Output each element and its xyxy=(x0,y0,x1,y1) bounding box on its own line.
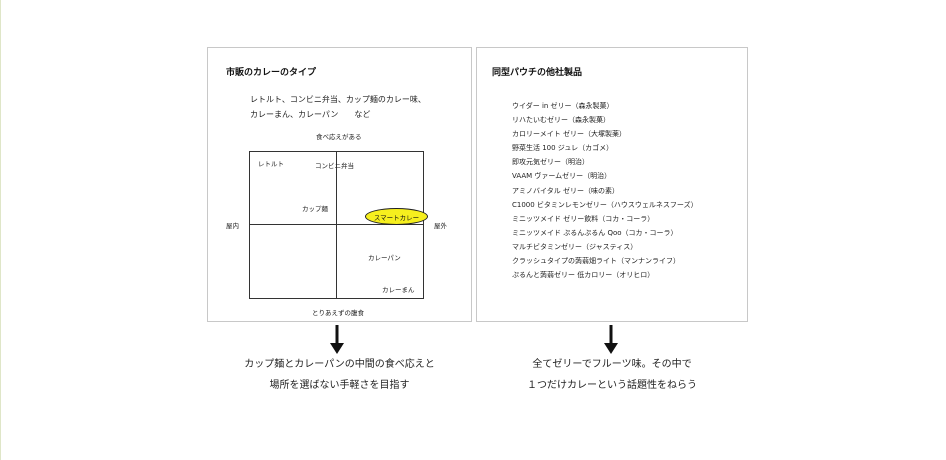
curry-types-panel: 市販のカレーのタイプ レトルト、コンビニ弁当、カップ麺のカレー味、 カレーまん、… xyxy=(207,47,472,322)
list-item: マルチビタミンゼリー（ジャスティス） xyxy=(512,242,638,251)
positioning-map: レトルト コンビニ弁当 カップ麺 スマートカレー カレーパン カレーまん xyxy=(249,151,428,299)
axis-label-right: 屋外 xyxy=(434,222,447,230)
list-item: 即攻元気ゼリー（明治） xyxy=(512,158,589,167)
intro-line-2: カレーまん、カレーパン など xyxy=(250,110,371,119)
point-retort: レトルト xyxy=(258,160,284,168)
down-arrow-icon xyxy=(604,325,618,354)
point-konbini-bento: コンビニ弁当 xyxy=(315,162,354,170)
left-caption: カップ麺とカレーパンの中間の食べ応えと 場所を選ばない手軽さを目指す xyxy=(207,354,472,396)
list-item: リハたいむゼリー（森永製菓） xyxy=(512,116,610,125)
right-caption: 全てゼリーでフルーツ味。その中で １つだけカレーという話題性をねらう xyxy=(476,354,748,396)
point-cup-men: カップ麺 xyxy=(302,205,328,213)
list-item: ぷるんと蒟蒻ゼリー 低カロリー（オリヒロ） xyxy=(512,271,655,280)
list-item: カロリーメイト ゼリー（大塚製薬） xyxy=(512,130,626,139)
left-caption-line-1: カップ麺とカレーパンの中間の食べ応えと xyxy=(244,359,435,370)
curry-types-intro: レトルト、コンビニ弁当、カップ麺のカレー味、 カレーまん、カレーパン など xyxy=(250,92,426,122)
left-edge-line xyxy=(0,0,1,460)
axis-label-bottom: とりあえずの腹食 xyxy=(312,309,364,317)
axis-label-top: 食べ応えがある xyxy=(316,133,362,141)
list-item: ミニッツメイド ぷるんぷるん Qoo（コカ・コーラ） xyxy=(512,228,678,237)
list-item: C1000 ビタミンレモンゼリー（ハウスウェルネスフーズ） xyxy=(512,200,698,209)
list-item: ミニッツメイド ゼリー飲料（コカ・コーラ） xyxy=(512,214,655,223)
point-curry-pan: カレーパン xyxy=(368,254,401,262)
list-item: 野菜生活 100 ジュレ（カゴメ） xyxy=(512,144,614,153)
list-item: VAAM ヴァームゼリー（明治） xyxy=(512,172,612,181)
intro-line-1: レトルト、コンビニ弁当、カップ麺のカレー味、 xyxy=(250,95,426,104)
point-smart-curry: スマートカレー xyxy=(365,208,428,225)
vertical-axis xyxy=(336,152,337,298)
competitor-products-title: 同型パウチの他社製品 xyxy=(492,68,583,78)
competitor-products-panel: 同型パウチの他社製品 ウイダー in ゼリー（森永製菓） リハたいむゼリー（森永… xyxy=(476,47,748,322)
right-caption-line-2: １つだけカレーという話題性をねらう xyxy=(527,380,697,391)
down-arrow-icon xyxy=(330,325,344,354)
list-item: アミノバイタル ゼリー（味の素） xyxy=(512,186,619,195)
point-curry-man: カレーまん xyxy=(382,286,415,294)
left-caption-line-2: 場所を選ばない手軽さを目指す xyxy=(269,380,410,391)
axis-label-left: 屋内 xyxy=(226,222,239,230)
product-list: ウイダー in ゼリー（森永製菓） リハたいむゼリー（森永製菓） カロリーメイト… xyxy=(512,99,698,282)
curry-types-title: 市販のカレーのタイプ xyxy=(226,68,317,78)
list-item: ウイダー in ゼリー（森永製菓） xyxy=(512,102,614,110)
right-caption-line-1: 全てゼリーでフルーツ味。その中で xyxy=(532,359,692,370)
list-item: クラッシュタイプの蒟蒻畑ライト（マンナンライフ） xyxy=(512,257,680,266)
